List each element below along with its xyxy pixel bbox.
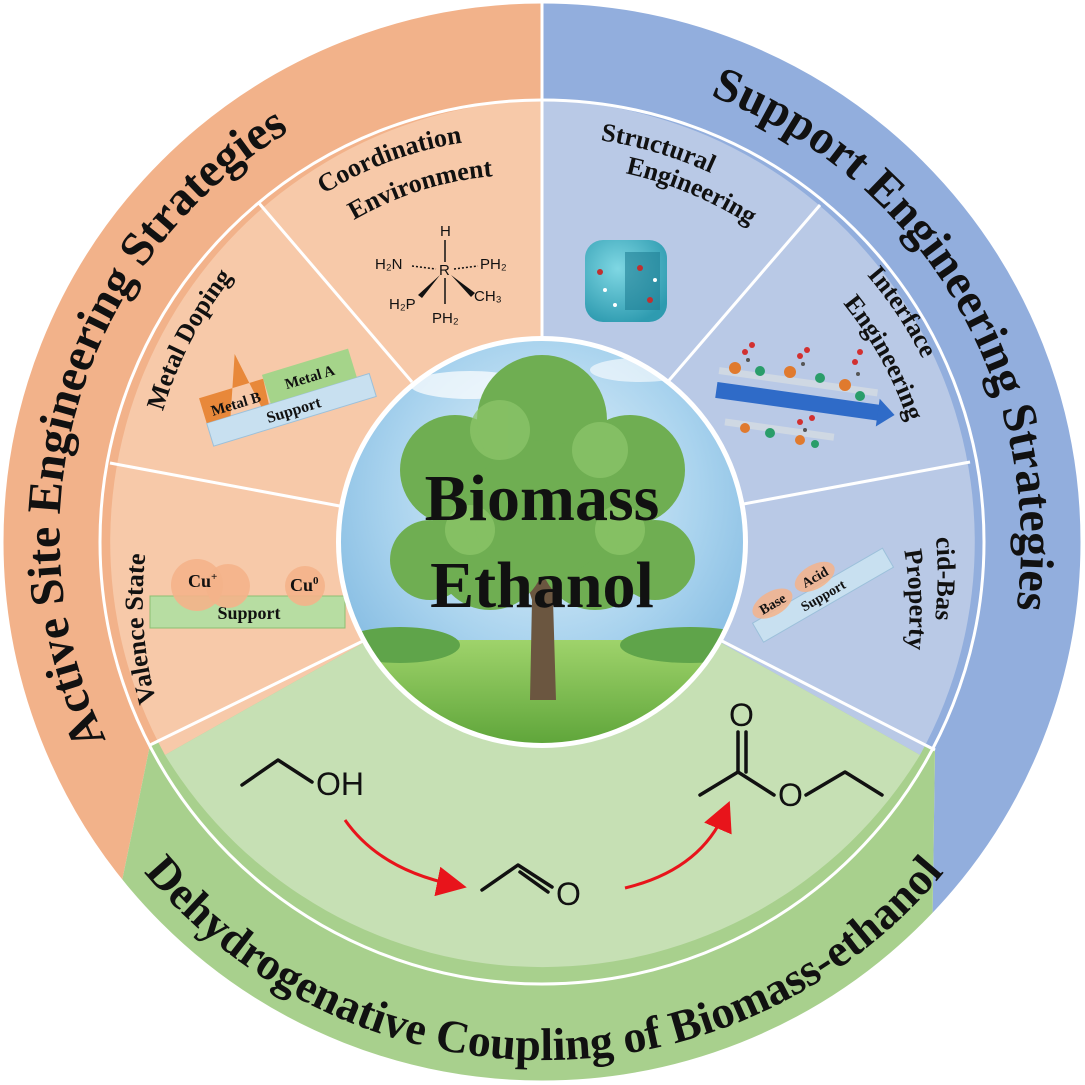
- ligand-h2p: H₂P: [389, 296, 416, 313]
- reaction-scheme: [240, 730, 884, 894]
- divider-left-lower: [149, 638, 366, 747]
- reaction-atom-labels: OH O O O: [316, 697, 803, 912]
- metal-a-block: [261, 348, 357, 404]
- ester-ether-o-label: O: [778, 777, 803, 813]
- bond-r-nh2: [411, 265, 437, 270]
- acid-site: [794, 561, 835, 593]
- acetaldehyde-double-bond: [518, 870, 550, 894]
- reaction-arrow-1: [343, 819, 467, 897]
- interface-image: [715, 342, 895, 448]
- metal-doping-figure: Support Metal B Metal A: [199, 348, 377, 447]
- ester-carbonyl-o-label: O: [729, 697, 754, 733]
- center-tree-image: [336, 336, 748, 748]
- inner-ring-green: [165, 542, 920, 968]
- cu-plus-label: Cu+: [188, 571, 217, 591]
- atom-h: H: [440, 223, 451, 240]
- ethanol-oh-label: OH: [316, 766, 364, 802]
- acetaldehyde-skeleton: [480, 863, 554, 892]
- bond-r-h2p: [418, 275, 440, 298]
- center-title-line2: Ethanol: [430, 549, 654, 622]
- ligand-h2n: H₂N: [375, 256, 403, 273]
- ligand-ph2-right: PH₂: [480, 256, 507, 273]
- ligand-ph2-bottom: PH₂: [432, 310, 459, 327]
- metal-b-shape: [199, 353, 269, 424]
- center-title-line1: Biomass: [425, 462, 660, 535]
- coordination-molecule: H R H₂N PH₂ H₂P CH₃ PH₂: [375, 223, 507, 327]
- ligand-ch3: CH₃: [474, 288, 502, 305]
- acid-base-title-line2: Property: [898, 547, 932, 651]
- divider-right-2: [737, 460, 971, 507]
- base-site: [752, 588, 793, 619]
- divider-left-2: [256, 201, 414, 383]
- divider-right-lower: [719, 638, 936, 752]
- bond-r-ph2-right: [453, 265, 479, 270]
- divider-left-1: [109, 461, 346, 509]
- divider-right-1: [663, 204, 822, 386]
- ethanol-skeleton: [240, 758, 314, 787]
- cu-plus-particle-2: [206, 564, 250, 608]
- bond-r-ch3: [451, 275, 475, 297]
- acid-base-figure: Support Base Acid: [751, 547, 895, 643]
- ester-ethyl-chain: [804, 770, 884, 797]
- cu-zero-label: Cu0: [290, 575, 319, 595]
- valence-support-label: Support: [217, 603, 280, 623]
- aldehyde-o-label: O: [556, 876, 581, 912]
- cu-zero-particle: [285, 566, 325, 606]
- reaction-arrow-2: [624, 800, 732, 890]
- porous-cube-image: [585, 240, 667, 322]
- atom-r: R: [439, 262, 450, 279]
